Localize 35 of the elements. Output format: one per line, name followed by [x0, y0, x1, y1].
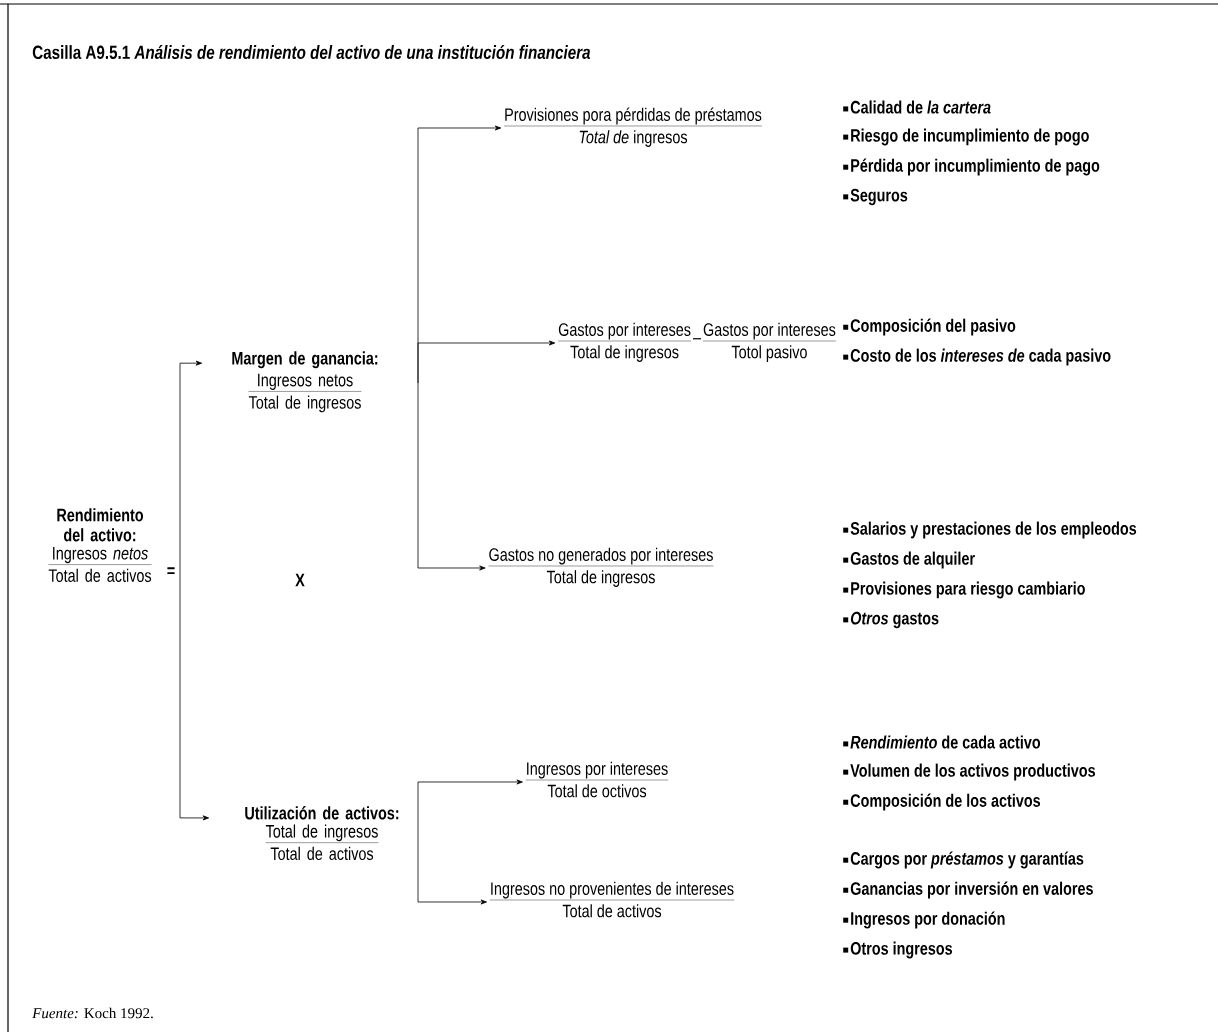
- ratio-formula: Gastos por intereses Total de ingresos –Gastos por intereses Totol pasivo: [557, 322, 837, 362]
- bullet-item: Pérdida por incumplimiento de pago: [843, 158, 1100, 176]
- arrow: [417, 340, 556, 384]
- bullet-item: Composición del pasivo: [843, 318, 1016, 336]
- bullet-item: Composición de los activos: [843, 793, 1041, 811]
- title: Casilla A9.5.1 Análisis de rendimiento del activo de una institución financiera: [32, 44, 591, 60]
- bullet-item: Otros gastos: [843, 611, 939, 629]
- bullet-item: Provisiones para riesgo cambiario: [843, 581, 1085, 599]
- ratio-formula: Ingresos no provenientes de intereses Total de activos: [489, 881, 735, 918]
- bullet-item: Salarios y prestaciones de los empleodos: [843, 521, 1137, 539]
- multiply-sign: X: [295, 573, 305, 587]
- ratio-formula: Provisiones pora pérdidas de préstamos Total de ingresos: [503, 107, 763, 147]
- bullet-item: Cargos por préstamos y garantías: [843, 851, 1084, 869]
- bullet-item: Ganancias por inversión en valores: [843, 881, 1093, 899]
- bullet-item: Otros ingresos: [843, 941, 953, 959]
- source-note: Fuente: Koch 1992.: [32, 1007, 153, 1019]
- bullet-item: Seguros: [843, 188, 908, 206]
- bullet-item: Volumen de los activos productivos: [843, 763, 1095, 781]
- equals-sign: =: [167, 567, 175, 575]
- arrow: [417, 835, 487, 905]
- ratio-formula: Margen de ganancia: Ingresos netos Total de ingresos: [232, 351, 378, 413]
- ratio-formula: Ingresos por intereses Total de octivos: [525, 761, 669, 798]
- bullet-item: Rendimiento de cada activo: [843, 735, 1041, 749]
- ratio-formula: Utilización de activos: Total de ingresos Total de activos: [245, 806, 399, 861]
- bullet-item: Costo de los intereses de cada pasivo: [843, 348, 1111, 366]
- bullet-item: Gastos de alquiler: [843, 551, 975, 569]
- arrow: [417, 779, 523, 837]
- ratio-formula: Gastos no generados por intereses Total de ingresos: [488, 547, 714, 587]
- ratio-formula: Rendimiento del activo: Ingresos netos Total de activos: [48, 508, 152, 582]
- bullet-item: Calidad de la cartera: [843, 100, 991, 114]
- arrow: [417, 382, 486, 571]
- bullet-item: Riesgo de incumplimiento de pogo: [843, 128, 1089, 146]
- arrow: [179, 547, 210, 821]
- arrow: [179, 360, 203, 549]
- bullet-item: Ingresos por donación: [843, 911, 1005, 929]
